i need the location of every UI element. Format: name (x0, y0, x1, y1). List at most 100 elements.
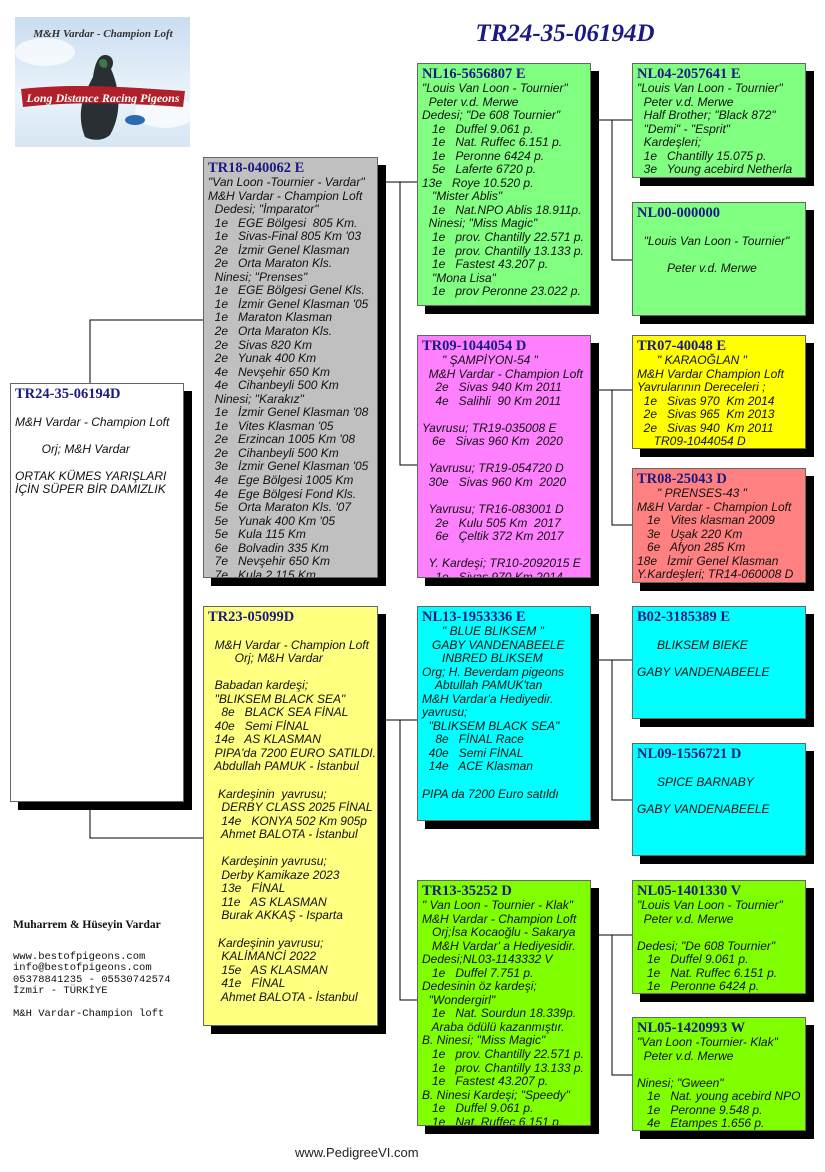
pedigree-line: 4e Etampes 1.656 p. (637, 1116, 765, 1131)
pedigree-line: 1e Duffel 9.061 p. (422, 121, 534, 136)
pedigree-line: Ninesi; "Prenses" (208, 269, 308, 284)
pedigree-line: 11e AS KLASMAN (208, 894, 327, 909)
pedigree-line: 2e Cihanbeyli 500 Km (208, 445, 339, 460)
pedigree-line: 14e ACE Klasman (422, 759, 533, 774)
pedigree-line: " ŞAMPİYON-54 " (422, 353, 538, 367)
pedigree-box-sds: TR07-40048 E " KARAOĞLAN "M&H Vardar Cha… (632, 335, 806, 449)
pedigree-line: yavrusu; (422, 705, 468, 720)
pigeon-logo-icon: Long Distance Racing Pigeons M&H Vardar … (15, 28, 190, 140)
pedigree-line: Kardeşinin yavrusu; (208, 786, 327, 801)
pedigree-line: Yavrusu; TR19-054720 D (422, 461, 564, 476)
pedigree-box-dam: TR23-05099D M&H Vardar - Champion Loft O… (203, 606, 378, 1026)
pedigree-line: GABY VANDENABEELE (637, 801, 770, 816)
pedigree-line: "Van Loon -Tournier- Klak" (637, 1035, 778, 1049)
pedigree-line: Araba ödülü kazanmıştır. (422, 1019, 565, 1034)
pedigree-line (208, 666, 374, 680)
pedigree-line: M&H Vardar' a Hediyesidir. (422, 938, 576, 953)
city: İzmir - TÜRKİYE (13, 985, 108, 997)
pedigree-line: SPICE BARNABY (637, 774, 754, 789)
email-link[interactable]: info@bestofpigeons.com (13, 962, 152, 974)
pedigree-line: 1e Nat. Ruffec 6.151 p. (422, 1114, 563, 1126)
pedigree-line: 4e Nevşehir 650 Km (208, 364, 331, 379)
pedigree-line: 1e prov. Chantilly 13.133 p. (422, 243, 584, 258)
pedigree-box-sire: TR18-040062 E"Van Loon -Tournier - Varda… (203, 157, 378, 578)
pedigree-line: 1e Peronne 9.548 p. (637, 1102, 763, 1117)
connector-dd-parents (590, 934, 632, 1076)
pedigree-box-sdd: TR08-25043 D " PRENSES-43 "M&H Vardar - … (632, 468, 806, 583)
pedigree-line: Peter v.d. Merwe (422, 94, 519, 109)
pedigree-line: Dedesi;NL03-1143332 V (422, 952, 553, 967)
pedigree-line: Dedesi; "De 608 Tournier" (422, 108, 561, 123)
pedigree-line (637, 625, 802, 639)
pedigree-line: 40e Semi FİNAL (208, 718, 310, 733)
pedigree-line: 1e Vites klasman 2009 (637, 513, 775, 528)
breeder-name: Muharrem & Hüseyin Vardar (13, 919, 161, 931)
connector-subject-dam (89, 801, 203, 839)
pedigree-line: 18e İzmir Genel Klasman (637, 553, 779, 568)
pedigree-line: 2e Sivas 940 Km 2011 (422, 380, 562, 395)
pedigree-line: M&H Vardar'a Hediyedir. (422, 691, 554, 706)
connector-subject-sire (89, 319, 203, 383)
pedigree-line: 8e FİNAL Race (422, 732, 524, 747)
pedigree-line: 6e Afyon 285 Km (637, 540, 746, 555)
pedigree-line: Y. Kardeşi; TR10-2092015 E (422, 556, 581, 571)
pedigree-line: M&H Vardar - Champion Loft (208, 637, 369, 652)
pedigree-line: Kardeşleri; (637, 135, 702, 150)
pedigree-line: 1e Nat. Sourdun 18.339p. (422, 1006, 577, 1021)
pedigree-line: 41e FİNAL (208, 976, 286, 991)
pedigree-box-ddd: NL05-1420993 W"Van Loon -Tournier- Klak"… (632, 1017, 806, 1131)
pedigree-line: 1e İzmir Genel Klasman '05 (208, 296, 369, 311)
pedigree-line: Derby Kamikaze 2023 (208, 867, 340, 882)
phone-numbers: 05378841235 - 05530742574 (13, 973, 171, 986)
pedigree-line: 2e Kulu 505 Km 2017 (422, 515, 561, 530)
pedigree-line: 2e Erzincan 1005 Km '08 (208, 432, 356, 447)
pedigree-line: Ahmet BALOTA - İstanbul (208, 827, 358, 842)
pedigree-line: 1e Chantilly 15.075 p. (637, 148, 767, 163)
pedigree-line: "BLIKSEM BLACK SEA" (422, 718, 560, 733)
pedigree-line: INBRED BLIKSEM (422, 651, 543, 666)
pedigree-line: Babadan kardeşi; (208, 678, 309, 693)
pedigree-line: 5e Laferte 6720 p. (422, 162, 537, 177)
pedigree-line: B. Ninesi; "Miss Magic" (422, 1033, 546, 1048)
pedigree-line: Peter v.d. Merwe (637, 94, 734, 109)
ring-number: NL13-1953336 E (422, 609, 526, 625)
pedigree-line: Orj; M&H Vardar (15, 441, 130, 456)
pedigree-box-dd: TR13-35252 D" Van Loon - Tournier - Klak… (417, 880, 591, 1126)
pedigree-line: "Louis Van Loon - Tournier" (422, 81, 568, 95)
pedigree-line: PIPA'da 7200 EURO SATILDI. (208, 745, 376, 760)
pedigree-line: 1e Nat. Ruffec 6.151 p. (637, 965, 778, 980)
pedigree-line: KALİMANCİ 2022 (208, 949, 317, 964)
website-link[interactable]: www.bestofpigeons.com (13, 950, 146, 963)
pedigree-line: 14e AS KLASMAN (208, 732, 321, 747)
pedigree-line: 5e Yunak 400 Km '05 (208, 513, 336, 528)
pedigree-line: Abtullah PAMUK'tan (422, 678, 543, 693)
pedigree-box-ds: NL13-1953336 E " BLUE BLIKSEM " GABY VAN… (417, 606, 591, 821)
pedigree-line: ORTAK KÜMES YARIŞLARI (15, 468, 167, 483)
pedigreevi-link[interactable]: www.PedigreeVI.com (295, 1145, 419, 1160)
pedigree-line: 1e Maraton Klasman (208, 310, 333, 325)
pedigree-line: Dedesi; "İmparator" (208, 202, 319, 217)
pedigree-line (208, 923, 374, 937)
pedigree-line: 1e Fastest 43.207 p. (422, 257, 549, 272)
pedigree-line (637, 652, 802, 666)
pedigree-line: Abdullah PAMUK - İstanbul (208, 759, 359, 774)
pedigree-line: 1e Sivas 970 Km 2014 (422, 569, 563, 578)
pedigree-line (15, 402, 180, 416)
pedigree-line: 13e FİNAL (208, 881, 286, 896)
breeder-contact: Muharrem & Hüseyin Vardar www.bestofpige… (13, 919, 171, 1020)
connector-ds-parents (590, 659, 632, 801)
pedigree-line: 8e BLACK SEA FİNAL (208, 705, 349, 720)
pedigree-line (637, 762, 802, 776)
pedigree-box-dds: NL05-1401330 V"Louis Van Loon - Tournier… (632, 880, 806, 994)
pedigree-line: 3e İzmir Genel Klasman '05 (208, 459, 369, 474)
ring-number: NL09-1556721 D (637, 746, 742, 762)
ring-number: TR13-35252 D (422, 883, 512, 899)
pedigree-line: PIPA da 7200 Euro satıldı (422, 786, 559, 801)
pedigree-line: Ninesi; "Karakız" (208, 391, 304, 406)
pedigree-line (15, 429, 180, 443)
pedigree-line: 1e Duffel 7.751 p. (422, 965, 534, 980)
connector-dam-parents (377, 719, 417, 1001)
connector-ss-parents (590, 119, 632, 261)
logo-loft-text: M&H Vardar - Champion Loft (32, 28, 173, 40)
